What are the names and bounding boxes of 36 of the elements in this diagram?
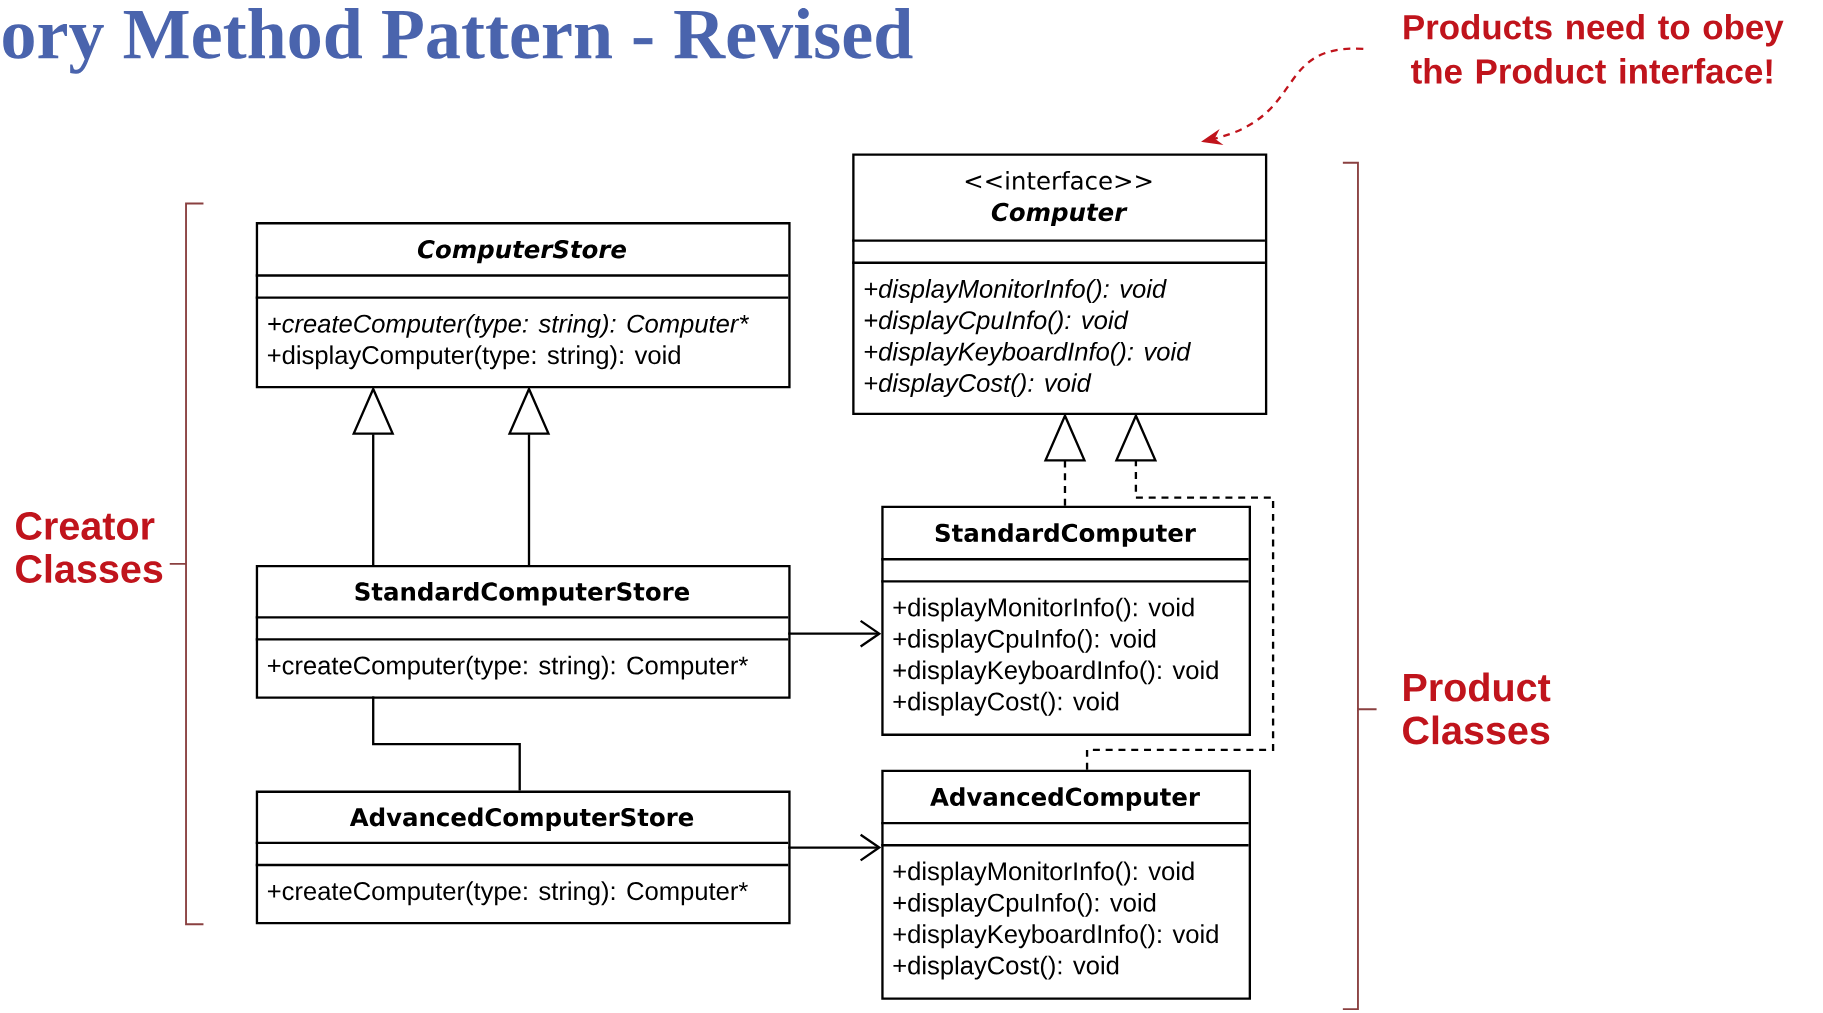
- method-text: +displayCpuInfo(): void: [893, 629, 1156, 654]
- class-box: [881, 505, 1251, 737]
- class-name: AdvancedComputerStore: [349, 807, 694, 832]
- class-name: StandardComputerStore: [355, 582, 690, 606]
- class-box: [255, 565, 791, 699]
- method-text: +displayMonitorInfo(): void: [893, 861, 1194, 886]
- method-text: +displayKeyboardInfo(): void: [864, 342, 1191, 366]
- method-text: +displayCpuInfo(): void: [864, 310, 1129, 335]
- method-text: +displayMonitorInfo(): void: [864, 279, 1167, 304]
- method-text: +createComputer(type: string): Computer*: [267, 655, 748, 680]
- arrow: [788, 620, 882, 648]
- connector: [372, 696, 521, 791]
- class-name: StandardComputer: [935, 523, 1196, 547]
- method-text: +displayCost(): void: [864, 373, 1092, 398]
- class-name: ComputerStore: [417, 240, 626, 264]
- note-text: Products need to obey the Product interface!: [1404, 14, 1784, 84]
- class-name: Computer: [991, 202, 1128, 227]
- class-name: AdvancedComputer: [930, 787, 1200, 811]
- method-text: +createComputer(type: string): Computer*: [267, 881, 748, 906]
- method-text: +displayMonitorInfo(): void: [893, 597, 1194, 622]
- class-box: [255, 222, 791, 389]
- method-text: +displayKeyboardInfo(): void: [893, 660, 1218, 685]
- method-text: +createComputer(type: string): Computer*: [268, 314, 749, 338]
- method-text: +displayKeyboardInfo(): void: [893, 924, 1218, 949]
- method-text: +displayCpuInfo(): void: [893, 893, 1156, 917]
- class-box: [852, 153, 1268, 416]
- stereotype-label: <<interface>>: [965, 171, 1152, 190]
- method-text: +displayComputer(type: string): void: [267, 345, 680, 370]
- title: ory Method Pattern - Revised: [3, 8, 913, 74]
- method-text: +displayCost(): void: [893, 955, 1119, 980]
- arrow: [788, 834, 882, 862]
- group-label: Product Classes: [1403, 672, 1551, 745]
- class-box: [881, 769, 1251, 1001]
- class-box: [255, 790, 791, 925]
- method-text: +displayCost(): void: [893, 692, 1119, 716]
- group-label: Creator Classes: [16, 512, 163, 584]
